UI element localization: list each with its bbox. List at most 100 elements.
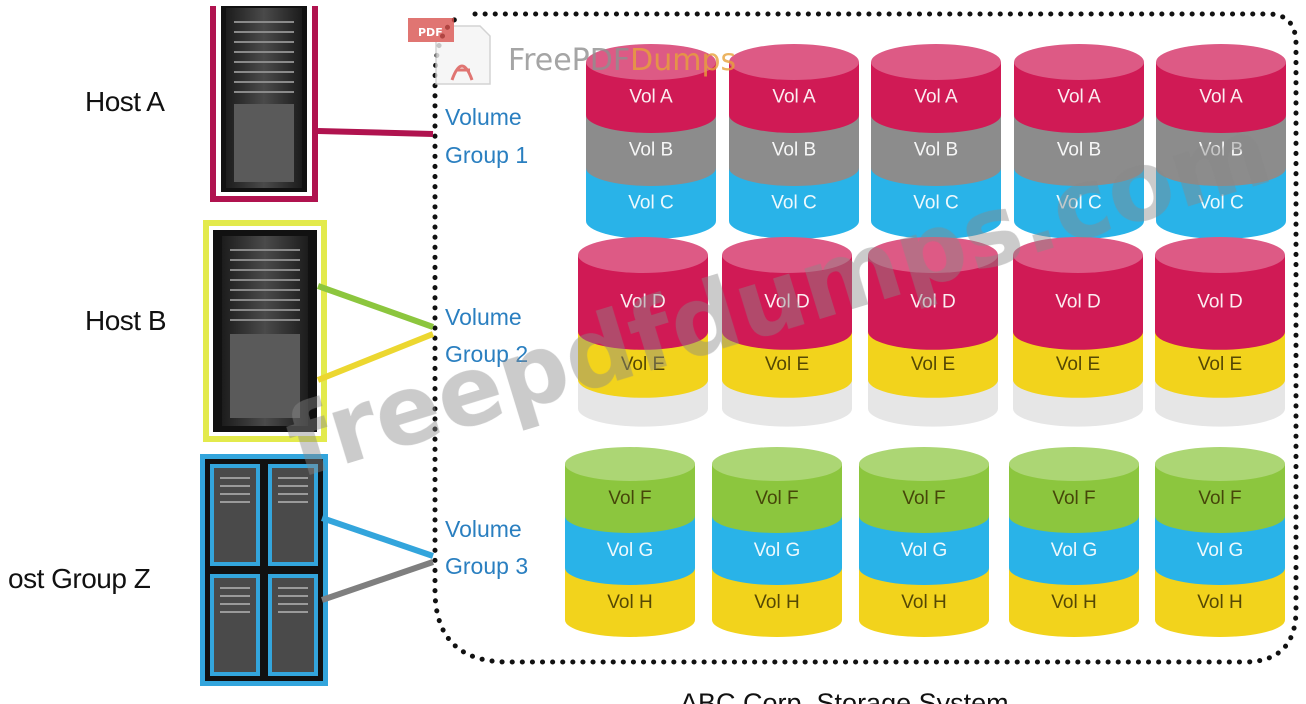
host-label-b: Host B xyxy=(85,305,166,336)
vg1-cyl1-top xyxy=(586,44,716,80)
vg3-cyl3-top xyxy=(859,447,989,481)
vg3-cyl1-label-1: Vol G xyxy=(607,540,653,561)
vg1-cyl2-label-2: Vol C xyxy=(771,193,816,214)
link-host-b-to-vg2-green xyxy=(316,283,435,330)
vg2-cyl4-label-1: Vol E xyxy=(1056,354,1100,375)
vg3-cyl4-label-0: Vol F xyxy=(1052,488,1095,509)
vg3-cyl1-band-0 xyxy=(565,464,695,533)
vg2-label-line1: Volume xyxy=(445,304,522,330)
vg3-cyl1-band-1 xyxy=(565,516,695,585)
vg3-cyl4-label-2: Vol H xyxy=(1051,592,1096,613)
vg3-cyl5-label-1: Vol G xyxy=(1197,540,1243,561)
vg2-cyl5-band-0 xyxy=(1155,255,1285,350)
vg2-cyl2-label-1: Vol E xyxy=(765,354,809,375)
vg3-cyl2-band-0 xyxy=(712,464,842,533)
vg2-cyl3-band-0 xyxy=(868,255,998,350)
host-label-group-z: ost Group Z xyxy=(8,563,151,594)
vg3-cyl5-band-1 xyxy=(1155,516,1285,585)
vg1-cyl4-top xyxy=(1014,44,1144,80)
vg3-cyl3-label-1: Vol G xyxy=(901,540,947,561)
link-host-z-to-vg3-blue xyxy=(321,515,434,559)
vg1-cyl5-label-0: Vol A xyxy=(1199,87,1243,108)
vg1-label-line1: Volume xyxy=(445,104,522,130)
vg3-cyl3-band-0 xyxy=(859,464,989,533)
vg1-cyl3-label-2: Vol C xyxy=(913,193,958,214)
vg1-cyl4-band-0 xyxy=(1014,62,1144,133)
vg3-cyl4-band-1 xyxy=(1009,516,1139,585)
vg1-cyl4-label-2: Vol C xyxy=(1056,193,1101,214)
vg3-cyl3-band-1 xyxy=(859,516,989,585)
vg3-cylinder-3: Vol F Vol G Vol H xyxy=(859,447,989,637)
vg2-cyl1-band-0 xyxy=(578,255,708,350)
host-z-server-3-icon xyxy=(214,578,256,672)
vg1-cyl2-band-0 xyxy=(729,62,859,133)
vg1-cyl5-label-2: Vol C xyxy=(1198,193,1243,214)
vg1-cyl1-band-0 xyxy=(586,62,716,133)
vg2-cyl3-label-0: Vol D xyxy=(910,291,955,312)
vg1-cyl2-band-1 xyxy=(729,115,859,186)
vg3-cylinder-1: Vol F Vol G Vol H xyxy=(565,447,695,637)
vg3-cyl2-label-0: Vol F xyxy=(755,488,798,509)
vg1-cyl3-label-1: Vol B xyxy=(914,140,958,161)
link-host-z-to-vg3-gray xyxy=(321,559,434,603)
vg3-cyl2-label-2: Vol H xyxy=(754,592,799,613)
vg2-cyl2-band-0 xyxy=(722,255,852,350)
vg3-cyl2-top xyxy=(712,447,842,481)
vg3-cyl4-band-2 xyxy=(1009,568,1139,637)
storage-system-label: ABC Corp. Storage System xyxy=(680,688,1009,704)
vg1-cyl2-label-1: Vol B xyxy=(772,140,816,161)
vg2-cyl5-band-1 xyxy=(1155,331,1285,398)
watermark-site-name: FreePDFDumps xyxy=(508,43,736,78)
vg1-cyl5-top xyxy=(1156,44,1286,80)
vg3-label-line1: Volume xyxy=(445,516,522,542)
vg2-cyl5-label-1: Vol E xyxy=(1198,354,1242,375)
vg1-cyl3-label-0: Vol A xyxy=(914,87,958,108)
host-a xyxy=(210,6,318,202)
vg1-cyl5-band-0 xyxy=(1156,62,1286,133)
vg3-cyl4-label-1: Vol G xyxy=(1051,540,1097,561)
volume-stacks: Vol A Vol B Vol C Vol A Vol B Vol C Vol A Vol B… xyxy=(565,44,1286,637)
vg2-cyl2-top xyxy=(722,237,852,273)
vg1-cylinder-3: Vol A Vol B Vol C xyxy=(871,44,1001,239)
host-label-a: Host A xyxy=(85,86,165,117)
vg1-cyl1-label-0: Vol A xyxy=(629,87,673,108)
link-host-a-to-vg1 xyxy=(317,128,434,137)
vg3-cyl1-band-2 xyxy=(565,568,695,637)
vg2-cyl2-band-1 xyxy=(722,331,852,398)
vg3-cyl3-label-2: Vol H xyxy=(901,592,946,613)
vg1-cyl3-band-2 xyxy=(871,168,1001,239)
vg3-cyl2-band-1 xyxy=(712,516,842,585)
vg3-cyl5-band-0 xyxy=(1155,464,1285,533)
vg3-cyl4-band-0 xyxy=(1009,464,1139,533)
vg3-cyl1-label-0: Vol F xyxy=(608,488,651,509)
vg2-cyl4-band-1 xyxy=(1013,331,1143,398)
vg1-cyl4-band-2 xyxy=(1014,168,1144,239)
vg2-cyl4-label-0: Vol D xyxy=(1055,291,1100,312)
vg1-cyl5-band-1 xyxy=(1156,115,1286,186)
vg1-cyl1-band-1 xyxy=(586,115,716,186)
vg3-label-line2: Group 3 xyxy=(445,553,528,579)
vg2-cyl3-label-1: Vol E xyxy=(911,354,955,375)
vg1-label-line2: Group 1 xyxy=(445,142,528,168)
vg2-cyl1-band-1 xyxy=(578,331,708,398)
vg3-cyl4-top xyxy=(1009,447,1139,481)
vg3-cyl3-band-2 xyxy=(859,568,989,637)
vg1-cyl3-top xyxy=(871,44,1001,80)
vg3-cyl3-label-0: Vol F xyxy=(902,488,945,509)
vg1-cyl5-label-1: Vol B xyxy=(1199,140,1243,161)
vg3-cyl5-band-2 xyxy=(1155,568,1285,637)
vg2-cyl4-top xyxy=(1013,237,1143,273)
vg3-cyl1-label-2: Vol H xyxy=(607,592,652,613)
vg1-cyl2-label-0: Vol A xyxy=(772,87,816,108)
host-z-server-4-icon xyxy=(272,578,314,672)
vg1-cyl4-label-0: Vol A xyxy=(1057,87,1101,108)
vg2-cyl1-label-1: Vol E xyxy=(621,354,665,375)
vg1-cyl3-band-0 xyxy=(871,62,1001,133)
vg1-cyl2-band-2 xyxy=(729,168,859,239)
host-group-z xyxy=(200,454,328,686)
